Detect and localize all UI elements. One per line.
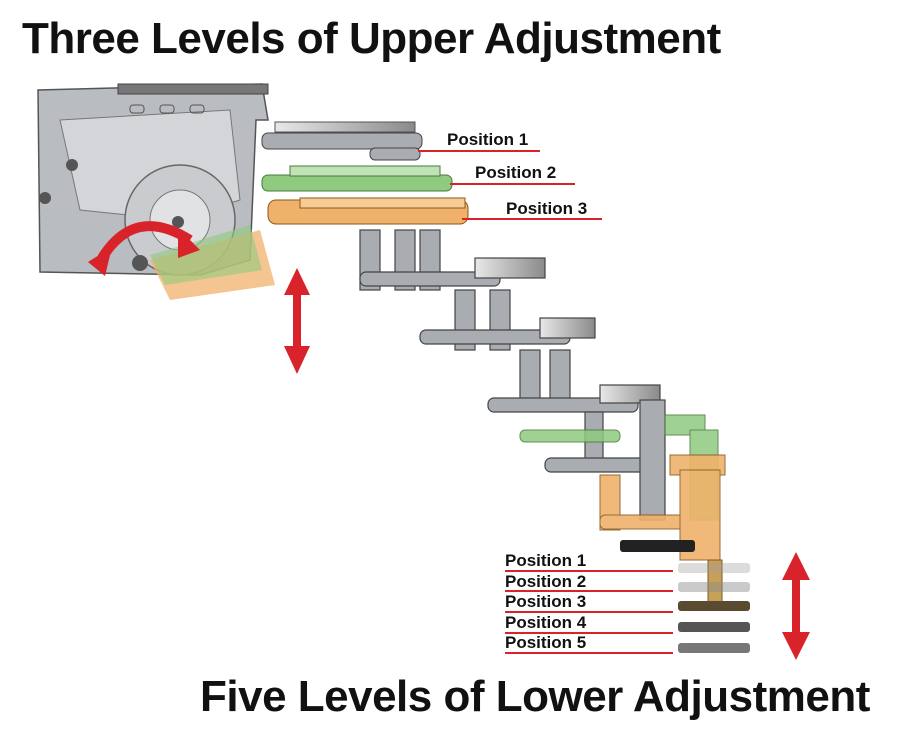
vertical-double-arrow-icon — [284, 268, 310, 374]
lower-position-4-line — [505, 632, 673, 634]
vertical-double-arrow-icon — [782, 552, 810, 660]
lower-position-5-label: Position 5 — [505, 633, 587, 652]
upper-position-3-line — [462, 218, 602, 220]
rotation-arrow-icon — [88, 221, 200, 276]
upper-step-position-1 — [261, 121, 423, 161]
upper-position-2-line — [450, 183, 575, 185]
upper-step-position-2 — [261, 165, 453, 192]
upper-position-1-label: Position 1 — [447, 130, 529, 149]
upper-position-3-label: Position 3 — [506, 199, 588, 218]
lower-foot-pads — [678, 563, 750, 653]
upper-step-position-3 — [267, 197, 469, 225]
lower-position-1-label: Position 1 — [505, 551, 587, 570]
title-lower: Five Levels of Lower Adjustment — [200, 672, 870, 721]
title-upper: Three Levels of Upper Adjustment — [22, 14, 721, 63]
lower-position-4-label: Position 4 — [505, 613, 587, 632]
ladder-links — [359, 229, 666, 521]
bottom-tread — [620, 540, 695, 552]
lower-position-1-line — [505, 570, 673, 572]
lower-position-2-label: Position 2 — [505, 572, 587, 591]
lower-position-3-line — [505, 611, 673, 613]
lower-position-5-line — [505, 652, 673, 654]
upper-position-2-label: Position 2 — [475, 163, 557, 182]
bracket-shadow — [150, 225, 262, 285]
upper-position-1-line — [418, 150, 540, 152]
lower-position-2-line — [505, 590, 673, 592]
lower-position-3-label: Position 3 — [505, 592, 587, 611]
